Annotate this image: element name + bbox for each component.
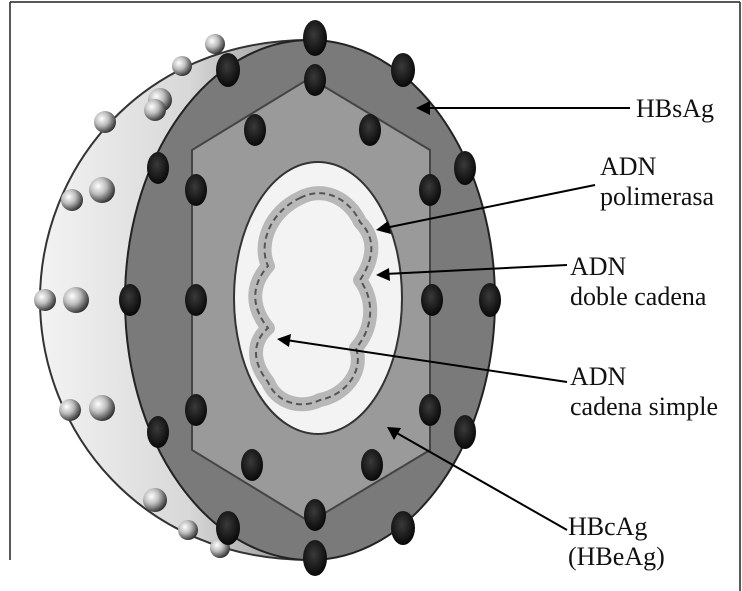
core-spike xyxy=(244,114,266,146)
rim-bump xyxy=(59,399,81,421)
surface-spike xyxy=(119,284,141,316)
label-adn-polimerasa: ADN polimerasa xyxy=(600,152,714,212)
rim-bump xyxy=(63,287,89,313)
label-adn-polimerasa-line2: polimerasa xyxy=(600,182,714,212)
surface-spike xyxy=(303,540,327,576)
surface-spike xyxy=(216,53,240,87)
rim-bump xyxy=(143,488,167,512)
core-spike xyxy=(185,284,207,316)
rim-bump xyxy=(205,34,225,54)
rim-bump xyxy=(61,189,83,211)
rim-bump xyxy=(89,395,115,421)
label-hbcag: HBcAg (HBeAg) xyxy=(568,512,665,572)
rim-bump xyxy=(144,99,166,121)
rim-bump xyxy=(172,56,192,76)
surface-spike xyxy=(479,283,501,317)
label-hbsag: HBsAg xyxy=(636,94,714,124)
label-adn-cadena-simple: ADN cadena simple xyxy=(570,362,718,422)
surface-spike xyxy=(454,415,476,449)
surface-spike xyxy=(303,20,327,56)
core-spike xyxy=(361,449,383,481)
surface-spike xyxy=(216,511,240,545)
core-spike xyxy=(185,174,207,206)
label-hbcag-line2: (HBeAg) xyxy=(568,542,665,572)
label-adn-polimerasa-line1: ADN xyxy=(600,152,714,182)
core-spike xyxy=(304,499,326,531)
label-adn-doble-cadena-line1: ADN xyxy=(570,252,706,282)
core-spike xyxy=(185,394,207,426)
label-hbsag-text: HBsAg xyxy=(636,94,714,123)
label-hbcag-line1: HBcAg xyxy=(568,512,665,542)
surface-spike xyxy=(147,416,169,448)
core-spike xyxy=(419,174,441,206)
rim-bump xyxy=(34,289,56,311)
surface-spike xyxy=(147,152,169,184)
core-spike xyxy=(421,284,443,316)
label-adn-doble-cadena: ADN doble cadena xyxy=(570,252,706,312)
rim-bump xyxy=(178,520,198,540)
label-adn-cadena-simple-line2: cadena simple xyxy=(570,392,718,422)
core-spike xyxy=(359,114,381,146)
label-adn-cadena-simple-line1: ADN xyxy=(570,362,718,392)
rim-bump xyxy=(89,177,115,203)
surface-spike xyxy=(391,53,415,87)
core-spike xyxy=(419,394,441,426)
surface-spike xyxy=(391,511,415,545)
surface-spike xyxy=(454,151,476,185)
core-spike xyxy=(241,449,263,481)
core-spike xyxy=(304,64,326,96)
label-adn-doble-cadena-line2: doble cadena xyxy=(570,282,706,312)
rim-bump xyxy=(94,111,116,133)
